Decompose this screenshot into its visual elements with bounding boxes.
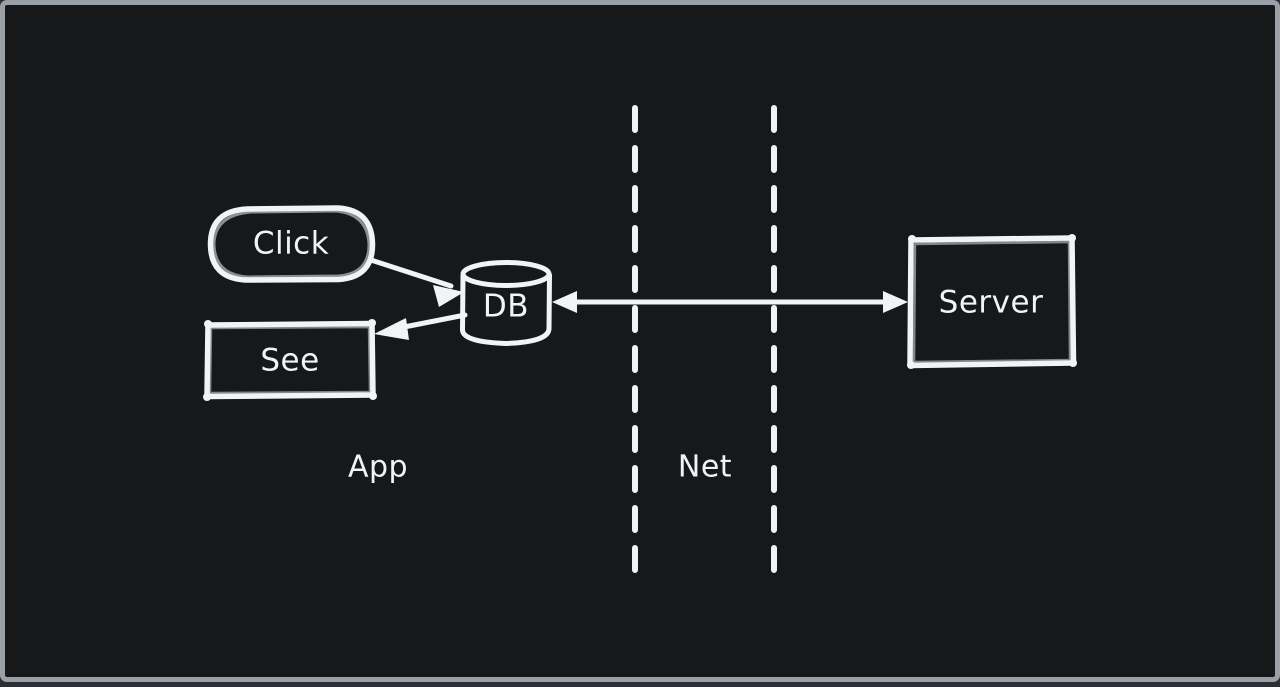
corner-dot xyxy=(368,319,376,327)
corner-dot xyxy=(204,320,212,328)
corner-dot xyxy=(1068,234,1076,242)
corner-dot xyxy=(907,361,915,369)
edge-db-to-see xyxy=(374,312,468,340)
edge-click-to-db xyxy=(368,257,464,307)
corner-dot xyxy=(908,235,916,243)
node-db[interactable]: DB xyxy=(460,260,552,346)
node-server-label: Server xyxy=(939,285,1044,321)
arrow-head-icon xyxy=(552,291,577,313)
node-see-label: See xyxy=(260,343,319,379)
corner-dot xyxy=(203,393,211,401)
corner-dot xyxy=(1069,359,1077,367)
arrow-head-icon xyxy=(433,285,464,307)
node-click[interactable]: Click xyxy=(207,205,376,283)
arrow-head-icon xyxy=(374,318,409,340)
node-server[interactable]: Server xyxy=(907,234,1077,369)
zone-label-app: App xyxy=(348,450,408,485)
diagram-surface: Click See DB xyxy=(203,105,1077,580)
node-db-label: DB xyxy=(483,289,529,325)
edge-db-to-server xyxy=(552,291,908,313)
node-click-label: Click xyxy=(253,226,329,262)
arrow-head-icon xyxy=(883,291,908,313)
zone-label-net: Net xyxy=(678,450,732,485)
corner-dot xyxy=(369,392,377,400)
node-see[interactable]: See xyxy=(203,319,377,401)
